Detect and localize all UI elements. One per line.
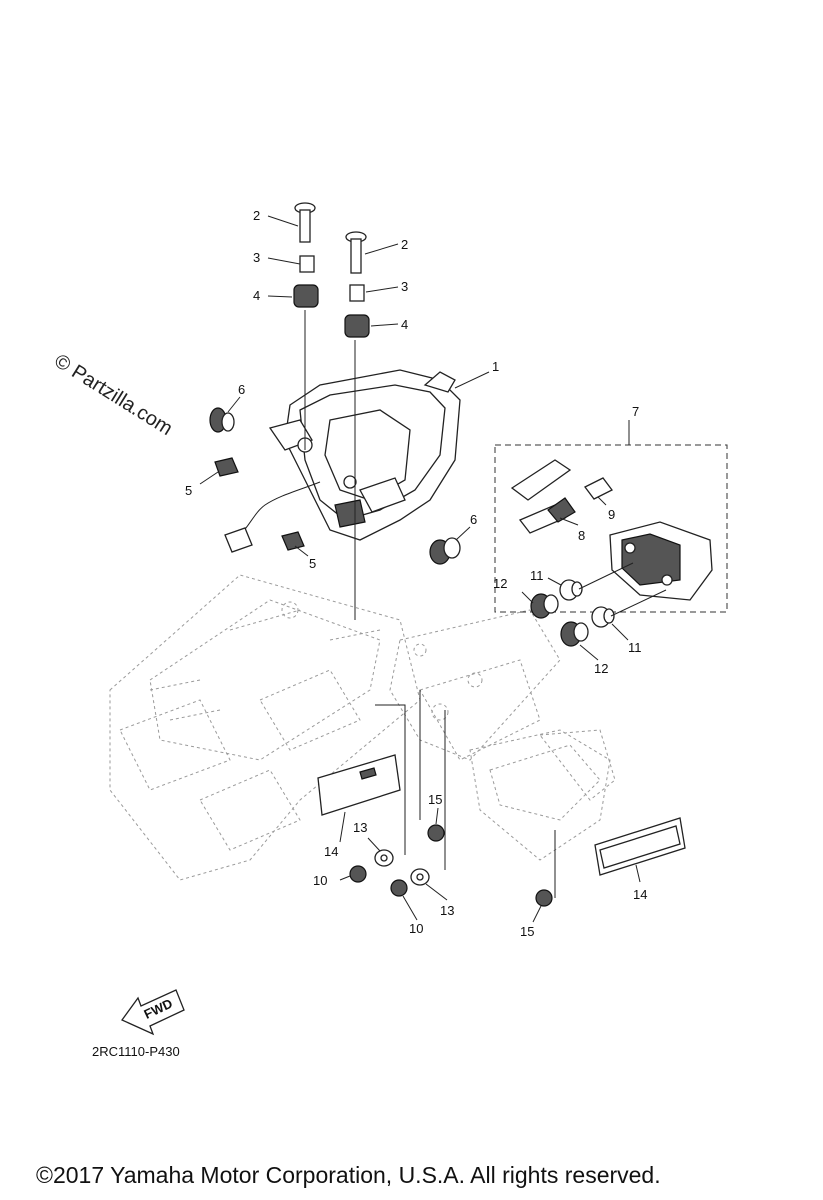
callout-13-lower: 13: [440, 903, 454, 918]
callout-12-lower: 12: [594, 661, 608, 676]
bolt-left: [294, 202, 316, 243]
callout-8: 8: [578, 528, 585, 543]
callout-14-right: 14: [633, 887, 647, 902]
callout-14-left: 14: [324, 844, 338, 859]
diagram-code: 2RC1110-P430: [92, 1044, 180, 1059]
nut-10-left: [349, 865, 367, 883]
nut-clip-lower: [281, 531, 305, 551]
callout-6-lower: 6: [470, 512, 477, 527]
callout-4-left: 4: [253, 288, 260, 303]
socket: [584, 477, 613, 500]
callout-11-lower: 11: [628, 640, 642, 655]
callout-5-lower: 5: [309, 556, 316, 571]
grommet-12-lower: [560, 621, 589, 647]
callout-3-left: 3: [253, 250, 260, 265]
grommet-left: [293, 284, 319, 308]
fwd-arrow-icon: FWD: [121, 989, 185, 1036]
collar-right: [349, 284, 365, 302]
grommet-12-upper: [530, 593, 559, 619]
nut-15-lower: [535, 889, 553, 907]
washer-13-right: [410, 868, 430, 886]
washer-13-left: [374, 849, 394, 867]
callout-leaders: [199, 215, 641, 923]
bolt-right: [345, 231, 367, 274]
damper-right: [429, 537, 461, 565]
grommet-right: [344, 314, 370, 338]
collar-11-lower: [591, 606, 615, 628]
nut-10-right: [390, 879, 408, 897]
reflector-right: [594, 817, 686, 876]
license-light-lens: [609, 521, 713, 601]
callout-2-right: 2: [401, 237, 408, 252]
collar-left: [299, 255, 315, 273]
copyright-notice: ©2017 Yamaha Motor Corporation, U.S.A. A…: [36, 1162, 661, 1188]
callout-10-left: 10: [313, 873, 327, 888]
collar-11-upper: [559, 579, 583, 601]
callout-10-right: 10: [409, 921, 423, 936]
nut-15-upper: [427, 824, 445, 842]
ghost-frame: [109, 574, 616, 881]
callout-15-upper: 15: [428, 792, 442, 807]
reflector-left: [317, 754, 401, 816]
callout-12-upper: 12: [493, 576, 507, 591]
callout-1: 1: [492, 359, 499, 374]
damper-left: [209, 407, 235, 433]
callout-4-right: 4: [401, 317, 408, 332]
callout-5-upper: 5: [185, 483, 192, 498]
callout-6-upper: 6: [238, 382, 245, 397]
nut-clip-upper: [214, 457, 239, 477]
callout-3-right: 3: [401, 279, 408, 294]
callout-11-upper: 11: [530, 568, 544, 583]
taillight-assembly: [224, 369, 461, 553]
callout-9: 9: [608, 507, 615, 522]
bulb-assembly: [510, 459, 576, 534]
callout-15-lower: 15: [520, 924, 534, 939]
callout-2-left: 2: [253, 208, 260, 223]
callout-7: 7: [632, 404, 639, 419]
callout-13-upper: 13: [353, 820, 367, 835]
